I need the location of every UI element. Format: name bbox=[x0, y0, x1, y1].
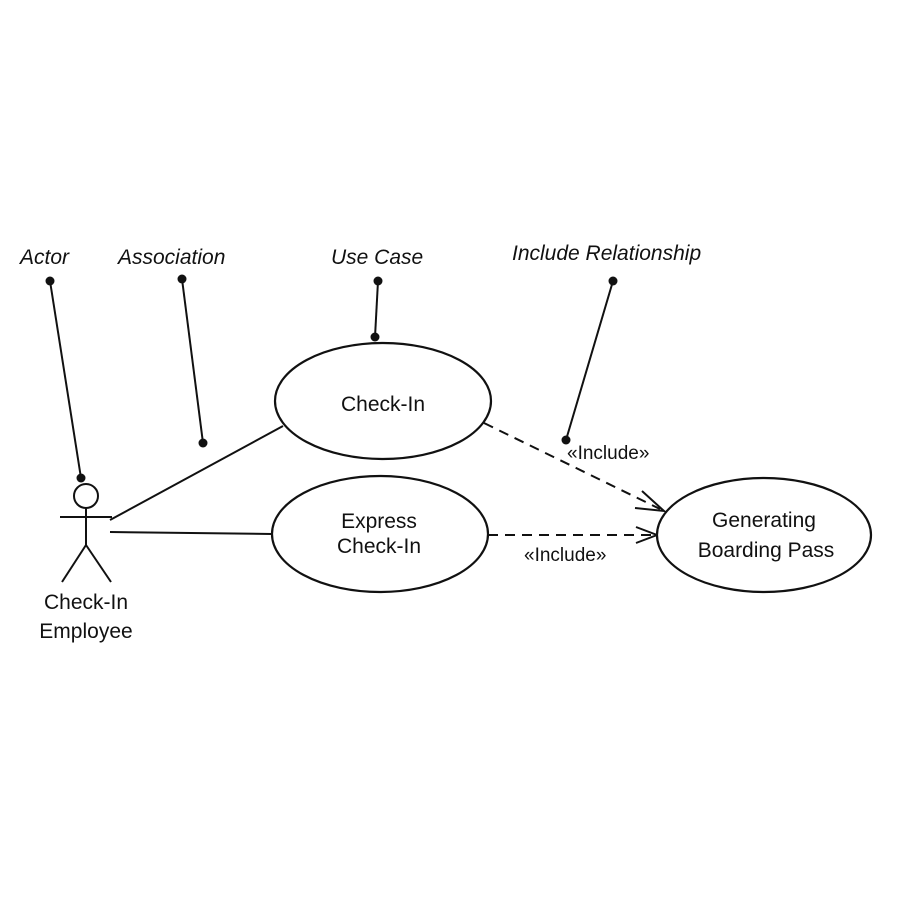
use-case-boarding-label-line2: Boarding Pass bbox=[698, 539, 835, 562]
use-case-boarding-label-line1: Generating bbox=[712, 509, 816, 532]
include-arrow-express bbox=[488, 526, 660, 544]
actor-name-line2: Employee bbox=[39, 620, 132, 643]
callout-include-relationship-leader bbox=[561, 276, 618, 445]
use-case-check-in-label: Check-In bbox=[341, 393, 425, 416]
use-case-express-label-line1: Express bbox=[341, 510, 417, 533]
actor-right-leg bbox=[85, 544, 112, 583]
include-arrow-check-in bbox=[483, 422, 667, 513]
actor-left-leg bbox=[61, 544, 87, 583]
callout-association-label: Association bbox=[116, 246, 225, 269]
actor-head bbox=[73, 483, 99, 509]
callout-actor-label: Actor bbox=[18, 246, 70, 269]
callout-include-relationship-label: Include Relationship bbox=[512, 242, 701, 265]
actor-name-line1: Check-In bbox=[44, 591, 128, 614]
include-label-top: «Include» bbox=[567, 443, 649, 464]
use-case-generating-boarding-pass: Generating Boarding Pass bbox=[655, 476, 873, 594]
use-case-express-label-line2: Check-In bbox=[337, 535, 421, 558]
callout-actor-leader bbox=[45, 276, 86, 483]
association-check-in bbox=[109, 425, 284, 521]
callout-use-case-label: Use Case bbox=[331, 246, 423, 269]
actor-figure bbox=[60, 483, 112, 583]
use-case-check-in: Check-In bbox=[273, 341, 493, 461]
use-case-express-check-in: Express Check-In bbox=[270, 474, 490, 594]
include-label-bottom: «Include» bbox=[524, 545, 606, 566]
callout-association-leader bbox=[177, 274, 208, 448]
callout-use-case-leader bbox=[370, 276, 383, 342]
association-express-check-in bbox=[109, 531, 273, 535]
